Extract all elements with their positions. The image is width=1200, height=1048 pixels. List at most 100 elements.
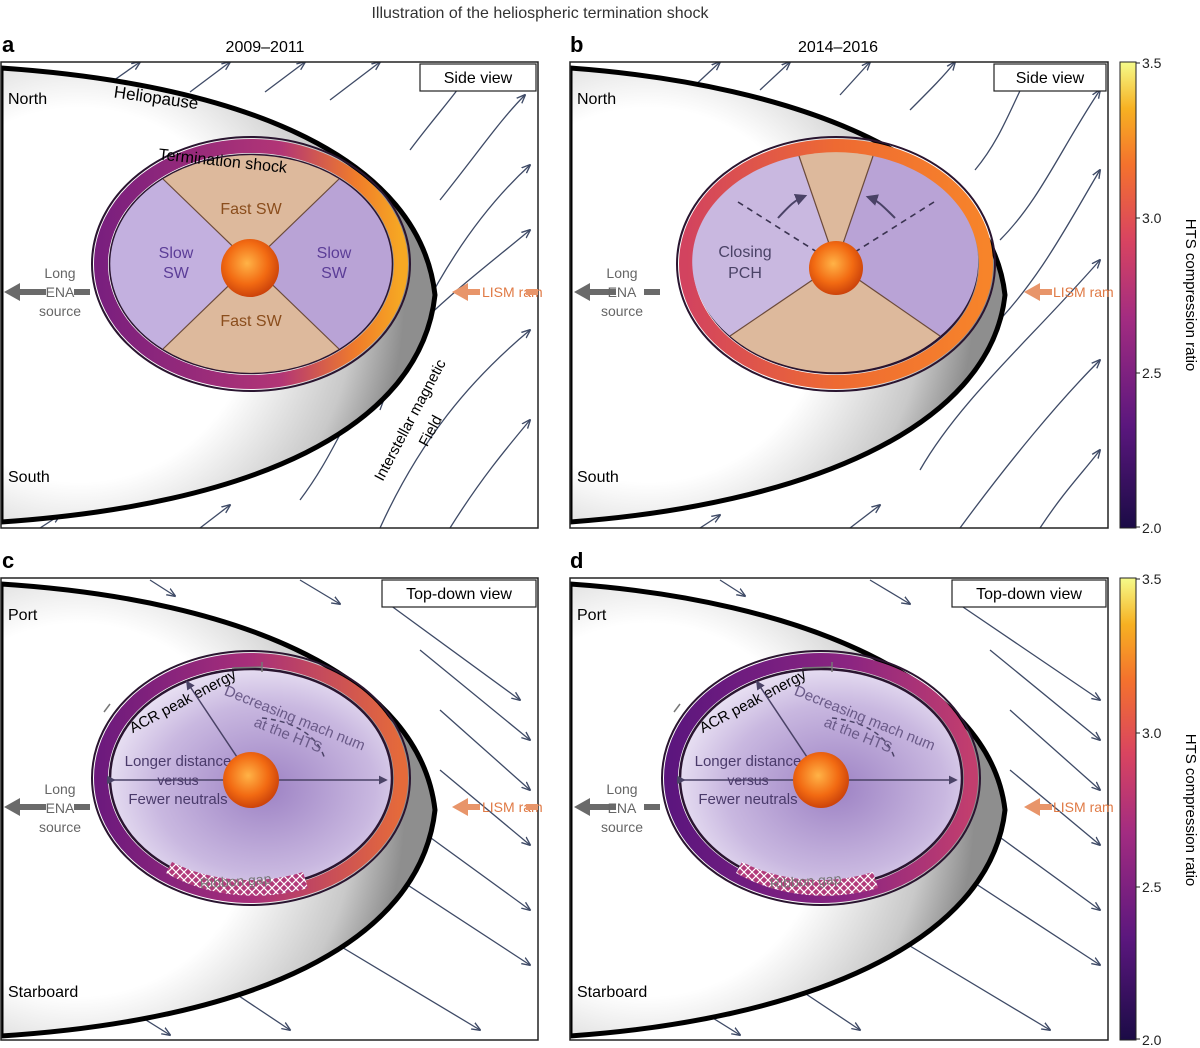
ram-arrow — [452, 283, 480, 301]
ram-arrow — [452, 798, 480, 816]
view-label-box — [951, 579, 1107, 608]
panel-letter: c — [2, 548, 14, 573]
mach-arc — [261, 717, 326, 761]
colorbar-tick: 2.5 — [1142, 879, 1162, 895]
distance-label: Longer distance — [125, 753, 232, 770]
view-label-box — [419, 63, 537, 92]
magnetic-field-lines — [129, 579, 530, 1035]
panel-b: b 2014–2016 Side view North — [569, 32, 1114, 529]
ram-label: LISM ram — [1053, 799, 1114, 815]
ram-label: LISM ram — [482, 284, 543, 300]
sun — [793, 752, 849, 808]
distance-label-3: Fewer neutrals — [128, 791, 227, 808]
ram-arrow — [1024, 798, 1052, 816]
fast-wind-sector-top — [163, 155, 339, 264]
colorbar-tick: 3.0 — [1142, 725, 1162, 741]
ena-arrow — [4, 798, 46, 816]
ena-label-3: source — [39, 819, 81, 835]
colorbar-tick: 3.5 — [1142, 55, 1162, 71]
region-port: Port — [577, 607, 607, 624]
ena-arrow — [574, 798, 616, 816]
panel-letter: a — [2, 32, 15, 57]
distance-label-2: versus — [727, 772, 768, 788]
magnetic-field-lines — [689, 62, 1100, 528]
region-starboard: Starboard — [8, 984, 78, 1001]
mach-arc — [831, 717, 896, 761]
slow-wind-sector-right — [251, 179, 392, 349]
ena-label-2: ENA — [608, 284, 637, 300]
fast-wind-sector-bottom — [730, 264, 940, 373]
closing-arrow-right — [865, 194, 896, 219]
colorbar-bottom: 3.5 3.0 2.5 2.0 HTS compression ratio — [1119, 571, 1199, 1048]
distance-label-2: versus — [157, 772, 198, 788]
ram-label: LISM ram — [482, 799, 543, 815]
slow-wind-label-right-2: SW — [321, 265, 348, 282]
colorbar-label: HTS compression ratio — [1182, 219, 1199, 372]
ena-label-2: ENA — [46, 800, 75, 816]
slow-wind-label-right: Slow — [317, 245, 352, 262]
colorbar-tick: 2.0 — [1142, 520, 1162, 536]
colorbar-top: 3.5 3.0 2.5 2.0 HTS compression ratio — [1119, 55, 1199, 536]
fast-wind-sector-top — [799, 152, 873, 264]
region-starboard: Starboard — [577, 984, 647, 1001]
ena-label-3: source — [601, 303, 643, 319]
view-label: Top-down view — [976, 586, 1082, 603]
sun — [221, 239, 279, 297]
region-north: North — [577, 91, 616, 108]
colorbar-tick: 3.0 — [1142, 210, 1162, 226]
region-north: North — [8, 91, 47, 108]
termination-shock-ring — [664, 653, 978, 903]
panel-letter: d — [570, 548, 583, 573]
view-label: Side view — [1016, 70, 1085, 87]
termination-shock-ring — [94, 139, 408, 389]
colorbar-tick: 3.5 — [1142, 571, 1162, 587]
ena-arrow — [4, 283, 46, 301]
distance-label: Longer distance — [695, 753, 802, 770]
ena-label: Long — [44, 781, 75, 797]
termination-shock-ring — [679, 139, 993, 389]
ram-arrow — [1024, 283, 1052, 301]
view-label: Top-down view — [406, 586, 512, 603]
panel-frame — [569, 61, 1109, 529]
fast-wind-sector-bottom — [163, 264, 339, 373]
panel-d: d Top-down view Port Starboard — [569, 548, 1114, 1041]
ribbon-gap — [166, 862, 308, 896]
ribbon-gap — [736, 862, 878, 896]
panel-frame — [569, 577, 1109, 1041]
ram-label: LISM ram — [1053, 284, 1114, 300]
closing-pch-label-2: PCH — [728, 265, 762, 282]
magnetic-field-lines — [699, 579, 1100, 1035]
ena-label: Long — [606, 781, 637, 797]
ena-label-3: source — [601, 819, 643, 835]
region-port: Port — [8, 607, 38, 624]
sun — [809, 241, 863, 295]
fast-wind-label-bottom: Fast SW — [220, 313, 282, 330]
panel-period: 2014–2016 — [798, 39, 878, 56]
figure-title: Illustration of the heliospheric termina… — [371, 5, 709, 22]
view-label-box — [381, 579, 537, 608]
panel-c: c Top-down view Port Starboard — [0, 548, 543, 1041]
colorbar-tick: 2.0 — [1142, 1032, 1162, 1048]
colorbar-tick: 2.5 — [1142, 365, 1162, 381]
ena-arrow — [574, 283, 616, 301]
region-south: South — [8, 469, 50, 486]
colorbar-label: HTS compression ratio — [1182, 734, 1199, 887]
ena-label-2: ENA — [608, 800, 637, 816]
ena-label: Long — [606, 265, 637, 281]
ena-label-2: ENA — [46, 284, 75, 300]
panel-a: a 2009–2011 Side view — [0, 32, 543, 529]
termination-shock-ring — [94, 653, 408, 903]
slow-wind-label-left-2: SW — [163, 265, 190, 282]
ena-label-3: source — [39, 303, 81, 319]
slow-wind-label-left: Slow — [159, 245, 194, 262]
fast-wind-label-top: Fast SW — [220, 201, 282, 218]
ena-label: Long — [44, 265, 75, 281]
region-south: South — [577, 469, 619, 486]
distance-label-3: Fewer neutrals — [698, 791, 797, 808]
slow-wind-sector-left — [110, 179, 251, 349]
closing-pch-label: Closing — [718, 244, 771, 261]
view-label: Side view — [444, 70, 513, 87]
closing-arrow-left — [777, 193, 808, 219]
panel-period: 2009–2011 — [226, 39, 305, 56]
